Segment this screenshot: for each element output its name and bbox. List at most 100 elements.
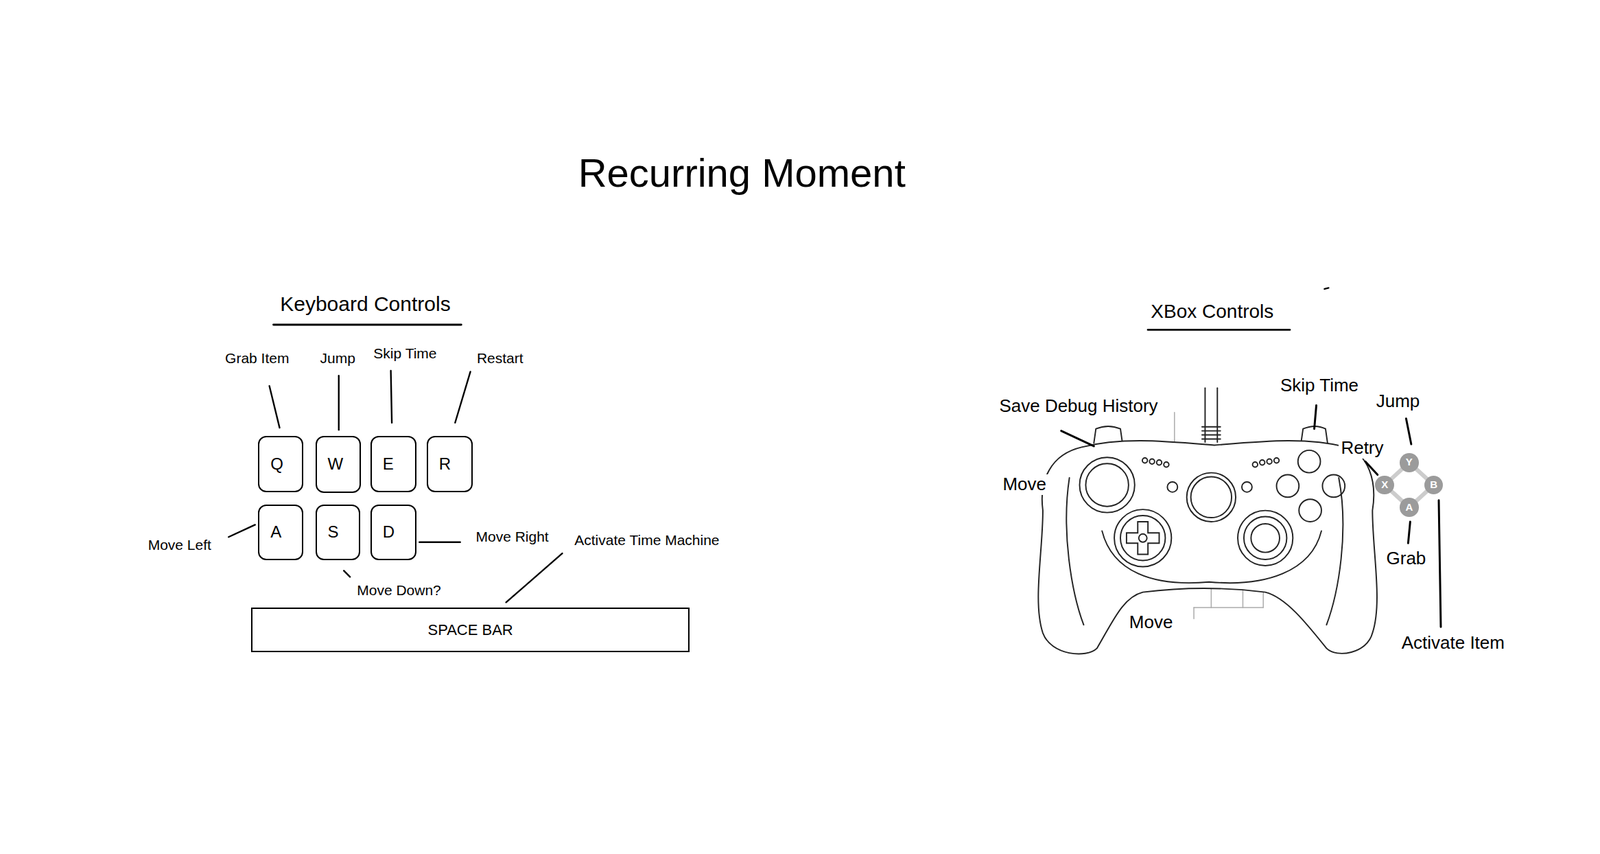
control-label: Grab Item bbox=[222, 349, 291, 367]
led bbox=[1274, 457, 1279, 463]
leader-line bbox=[1407, 521, 1410, 543]
led bbox=[1142, 457, 1148, 463]
guide-button bbox=[1191, 476, 1232, 518]
gamepad-button: A bbox=[1399, 497, 1419, 517]
key-letter: A bbox=[270, 522, 282, 541]
space-bar-key: SPACE BAR bbox=[251, 607, 691, 652]
section-heading: XBox Controls bbox=[1148, 300, 1276, 323]
control-label: Move Right bbox=[473, 528, 551, 545]
small-button bbox=[1167, 481, 1178, 492]
key-letter: A bbox=[1405, 501, 1413, 514]
key-letter: B bbox=[1429, 478, 1438, 491]
key-letter: R bbox=[439, 454, 451, 473]
led bbox=[1156, 459, 1162, 465]
diagram-title: Recurring Moment bbox=[576, 150, 908, 197]
right-stick bbox=[1250, 523, 1280, 553]
d-pad bbox=[1138, 533, 1148, 543]
keyboard-key: E bbox=[370, 435, 417, 492]
body-contour bbox=[1066, 477, 1084, 625]
face-button bbox=[1298, 498, 1322, 522]
keyboard-key: A bbox=[257, 504, 303, 561]
leader-line bbox=[454, 371, 470, 422]
heading-underline bbox=[273, 323, 462, 326]
control-label: Skip Time bbox=[371, 345, 439, 362]
key-letter: X bbox=[1381, 478, 1388, 491]
body-contour bbox=[1326, 477, 1343, 625]
leader-line bbox=[419, 541, 460, 543]
cable-ridge bbox=[1202, 438, 1221, 440]
control-label: Grab bbox=[1384, 548, 1429, 569]
led bbox=[1266, 459, 1272, 464]
body-contour bbox=[1101, 530, 1322, 583]
key-letter: E bbox=[382, 454, 394, 473]
face-button bbox=[1322, 474, 1345, 498]
leader-line bbox=[1193, 606, 1264, 608]
control-label: Retry bbox=[1338, 437, 1386, 459]
gamepad-button: B bbox=[1424, 475, 1444, 495]
control-label: Save Debug History bbox=[996, 395, 1160, 417]
leader-line bbox=[269, 385, 280, 428]
leader-line bbox=[338, 375, 340, 430]
led bbox=[1163, 461, 1169, 467]
gamepad-button: X bbox=[1374, 475, 1395, 495]
control-label: Jump bbox=[318, 349, 358, 367]
leader-line bbox=[1061, 430, 1095, 446]
d-pad bbox=[1114, 509, 1172, 567]
keyboard-key: R bbox=[426, 435, 473, 492]
control-label: Activate Item bbox=[1399, 632, 1507, 654]
control-label: Move bbox=[1127, 612, 1176, 633]
control-label: Restart bbox=[474, 349, 526, 367]
d-pad bbox=[1120, 515, 1166, 560]
key-letter: Q bbox=[270, 454, 284, 473]
face-button bbox=[1298, 450, 1321, 473]
control-label: Skip Time bbox=[1278, 375, 1361, 396]
control-label: Move bbox=[1000, 474, 1049, 495]
section-heading: Keyboard Controls bbox=[277, 292, 453, 317]
gamepad-button: Y bbox=[1399, 452, 1419, 473]
leader-line bbox=[1193, 607, 1194, 619]
face-button bbox=[1276, 474, 1300, 498]
leader-line bbox=[1314, 404, 1317, 429]
key-letter: SPACE BAR bbox=[427, 621, 513, 639]
small-button bbox=[1241, 481, 1253, 492]
cable bbox=[1216, 387, 1218, 442]
left-stick bbox=[1085, 463, 1128, 506]
d-pad-cross bbox=[1126, 521, 1160, 555]
leader-line bbox=[228, 524, 256, 537]
keyboard-key: D bbox=[370, 504, 417, 561]
cable-ridge bbox=[1202, 430, 1221, 432]
control-label: Move Left bbox=[146, 536, 214, 554]
led bbox=[1252, 461, 1258, 467]
bumper bbox=[1093, 426, 1123, 444]
cable bbox=[1204, 387, 1206, 442]
key-letter: S bbox=[327, 522, 339, 541]
right-stick bbox=[1237, 510, 1293, 566]
left-stick bbox=[1079, 456, 1135, 512]
leader-line bbox=[1438, 500, 1441, 627]
controller-body bbox=[1038, 440, 1378, 654]
cable-ridge bbox=[1202, 426, 1221, 428]
leader-line bbox=[343, 570, 350, 577]
key-letter: D bbox=[382, 522, 395, 541]
led bbox=[1259, 459, 1265, 465]
keyboard-key: S bbox=[315, 504, 361, 561]
leader-line bbox=[1365, 461, 1378, 475]
keyboard-key: Q bbox=[257, 435, 303, 492]
led bbox=[1149, 459, 1155, 464]
key-letter: Y bbox=[1405, 456, 1413, 468]
right-stick bbox=[1243, 516, 1287, 560]
guide-button bbox=[1186, 472, 1236, 522]
leader-line bbox=[506, 553, 563, 602]
heading-underline bbox=[1147, 328, 1290, 331]
stray-mark bbox=[1324, 287, 1329, 289]
leader-line bbox=[1405, 418, 1411, 444]
keyboard-key: W bbox=[315, 435, 362, 493]
control-label: Move Down? bbox=[354, 581, 444, 599]
leader-line bbox=[391, 370, 392, 423]
cable-ridge bbox=[1202, 434, 1221, 436]
control-label: Jump bbox=[1374, 391, 1423, 412]
key-letter: W bbox=[327, 454, 344, 473]
